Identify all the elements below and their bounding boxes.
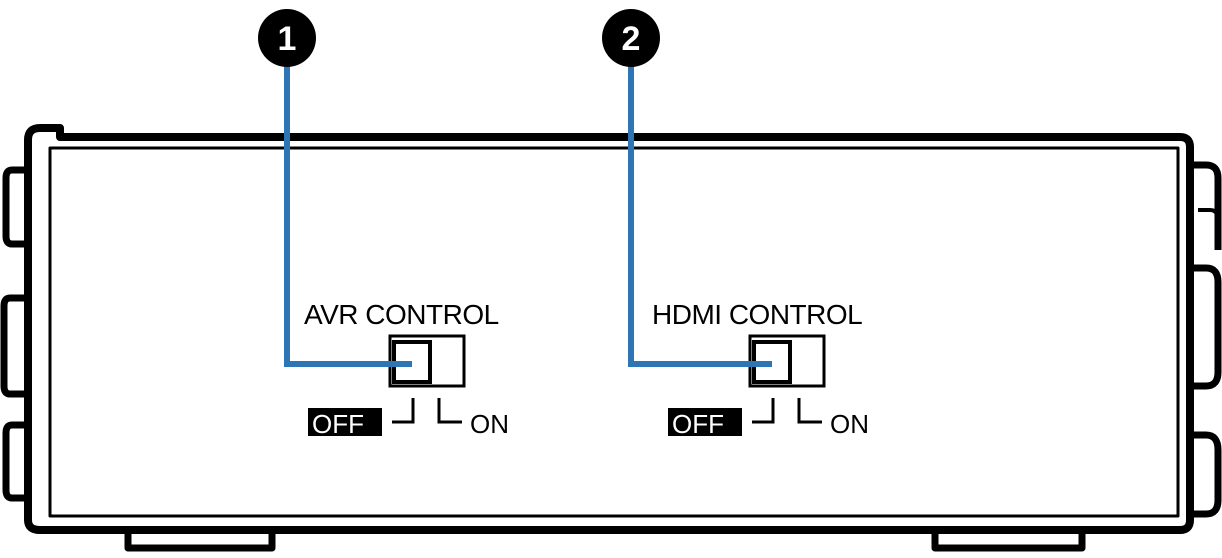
hdmi-off-bracket	[752, 398, 775, 424]
avr-control-label: AVR CONTROL	[304, 299, 499, 330]
avr-off-badge	[308, 408, 382, 436]
hdmi-control-switch: HDMI CONTROL OFF ON	[652, 299, 869, 439]
avr-on-bracket	[437, 398, 462, 424]
hdmi-off-badge	[668, 408, 742, 436]
hdmi-on-bracket	[797, 398, 822, 424]
callout-1-badge: 1	[258, 9, 316, 67]
avr-on-label: ON	[470, 409, 509, 439]
hdmi-on-label: ON	[830, 409, 869, 439]
callout-1-circle	[258, 9, 316, 67]
hdmi-off-label: OFF	[672, 409, 724, 439]
callout-1-number: 1	[278, 20, 297, 58]
avr-off-bracket	[392, 398, 415, 424]
callout-2-leader-line	[628, 60, 772, 367]
device-housing	[0, 124, 1222, 552]
callout-1-leader-line	[284, 60, 412, 367]
avr-off-label: OFF	[312, 409, 364, 439]
hdmi-control-label: HDMI CONTROL	[652, 299, 862, 330]
avr-control-switch: AVR CONTROL OFF ON	[304, 299, 509, 439]
callout-2-number: 2	[622, 20, 641, 58]
callout-2-circle	[602, 9, 660, 67]
callout-2-badge: 2	[602, 9, 660, 67]
